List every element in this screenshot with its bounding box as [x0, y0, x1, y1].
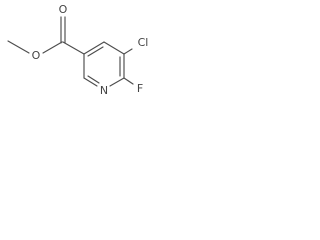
- ring-bond-c4-c5: [103, 41, 125, 55]
- ring-bond-n-c2: [83, 77, 98, 87]
- ring-inner-bond-bottom: [87, 75, 100, 84]
- ring-bond-c3-c4: [83, 41, 105, 55]
- ring-nitrogen-label: N: [100, 84, 108, 97]
- ring-bond-c6-n: [109, 77, 125, 87]
- ester-oxygen-carbon-bond: [42, 41, 63, 54]
- fluorine-bond: [123, 77, 134, 85]
- carbonyl-oxygen-label: O: [59, 3, 68, 16]
- ester-to-ring-bond: [62, 41, 85, 55]
- chemical-structure: O O Cl F N: [7, 3, 149, 97]
- ring-inner-bond-top: [87, 46, 104, 57]
- chlorine-bond: [123, 48, 133, 55]
- chlorine-label: Cl: [138, 36, 149, 49]
- methyl-bond: [7, 40, 30, 54]
- fluorine-label: F: [137, 82, 143, 95]
- methyl-oxygen-label: O: [32, 49, 41, 62]
